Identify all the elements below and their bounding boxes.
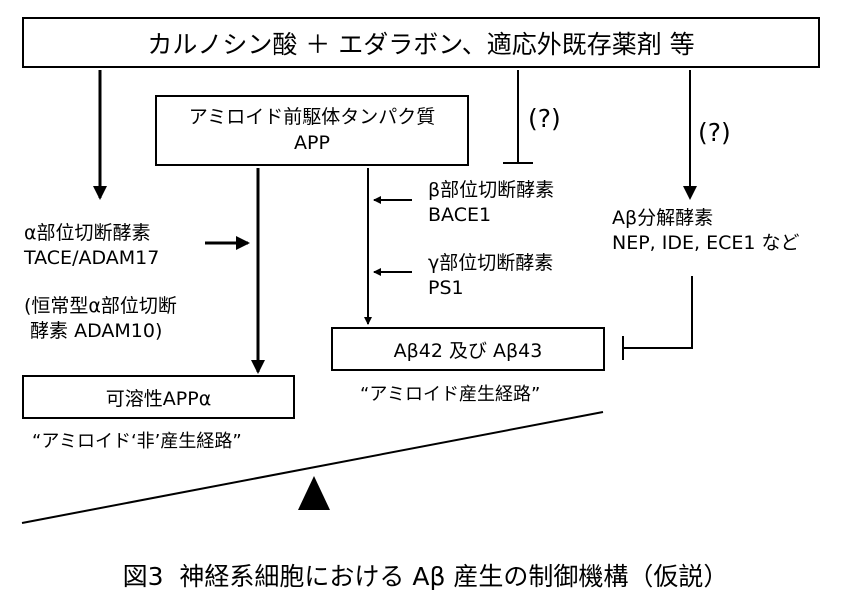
- alpha-constitutive-label: (恒常型α部位切断 酵素 ADAM10): [24, 294, 177, 343]
- soluble-appa-box: 可溶性APPα: [22, 375, 295, 419]
- beta-enzyme-label: β部位切断酵素 BACE1: [428, 178, 554, 227]
- question-left: (?): [528, 104, 561, 133]
- app-box-line2: APP: [294, 131, 330, 154]
- alpha-enzyme-line1: α部位切断酵素: [24, 222, 151, 244]
- top-box-compounds: カルノシン酸 ＋ エダラボン、適応外既存薬剤 等: [22, 17, 820, 68]
- app-box-line1: アミロイド前駆体タンパク質: [188, 105, 436, 128]
- soluble-appa-label: 可溶性APPα: [105, 387, 212, 410]
- balance-beam: [21, 411, 604, 524]
- degrading-enzyme-line1: Aβ分解酵素: [612, 207, 714, 229]
- degrading-enzyme-label: Aβ分解酵素 NEP, IDE, ECE1 など: [612, 206, 799, 255]
- alpha-enzyme-line2: TACE/ADAM17: [24, 246, 160, 269]
- alpha-constitutive-line2: 酵素 ADAM10): [24, 319, 163, 342]
- degrading-enzyme-line2: NEP, IDE, ECE1 など: [612, 231, 800, 254]
- inhibit-line-degrading: [623, 276, 693, 349]
- abeta-box-label: Aβ42 及び Aβ43: [393, 339, 543, 362]
- app-box: アミロイド前駆体タンパク質 APP: [155, 95, 469, 166]
- top-box-label: カルノシン酸 ＋ エダラボン、適応外既存薬剤 等: [147, 29, 695, 59]
- abeta-box: Aβ42 及び Aβ43: [331, 327, 605, 371]
- alpha-constitutive-line1: (恒常型α部位切断: [24, 295, 177, 317]
- beta-enzyme-line2: BACE1: [428, 203, 492, 226]
- question-right: (?): [698, 118, 731, 147]
- gamma-enzyme-label: γ部位切断酵素 PS1: [428, 251, 553, 300]
- fulcrum-triangle: [298, 476, 330, 510]
- non-amyloidogenic-pathway-label: “アミロイド‘非’産生経路”: [32, 431, 242, 452]
- gamma-enzyme-line2: PS1: [428, 276, 464, 299]
- beta-enzyme-line1: β部位切断酵素: [428, 179, 555, 201]
- amyloidogenic-pathway-label: “アミロイド産生経路”: [360, 384, 541, 405]
- alpha-enzyme-label: α部位切断酵素 TACE/ADAM17: [24, 221, 159, 270]
- gamma-enzyme-line1: γ部位切断酵素: [428, 252, 554, 274]
- figure-caption: 図3 神経系細胞における Aβ 産生の制御機構（仮説）: [122, 562, 729, 591]
